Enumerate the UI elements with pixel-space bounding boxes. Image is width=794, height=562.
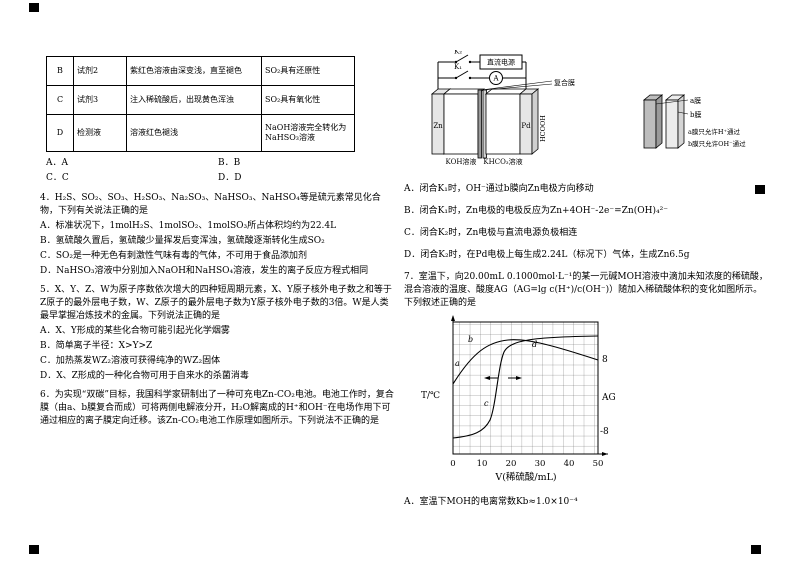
- membrane-leader-line: [480, 80, 553, 91]
- switch-contact: [468, 60, 472, 64]
- question-7-stem: 7．室温下，向20.00mL 0.1000mol·L⁻¹的某一元碱MOH溶液中滴…: [404, 272, 768, 308]
- question-4-option-b: B．氢硫酸久置后，氢硫酸少量挥发后变浑浊，氢硫酸逐渐转化生成SO₂: [40, 236, 325, 246]
- x-tick-10: 10: [477, 459, 488, 469]
- x-axis-title: V(稀硫酸/mL): [494, 471, 556, 483]
- zn-electrode-label: Zn: [433, 122, 443, 130]
- curve-label-c: c: [484, 399, 489, 408]
- question-6-option-a: A．闭合K₁时，OH⁻通过b膜向Zn电极方向移动: [404, 184, 594, 194]
- question-4-option-c: C．SO₂是一种无色有刺激性气味有毒的气体，不可用于食品添加剂: [40, 251, 308, 261]
- x-tick-0: 0: [450, 459, 455, 469]
- experiment-table: B 试剂2 紫红色溶液由深变浅，直至褪色 SO₂具有还原性 C 试剂3 注入稀硫…: [46, 56, 355, 152]
- left-axis-label: T/℃: [421, 391, 440, 401]
- membrane-leader-line: [484, 83, 553, 91]
- left-reading-arrow: [484, 376, 498, 380]
- left-solution-label: KOH溶液: [446, 157, 477, 166]
- x-axis-arrow: [602, 452, 608, 456]
- a-membrane-label: a膜: [690, 96, 701, 105]
- plot-area: [452, 321, 599, 455]
- switch-k2-label: K₂: [454, 50, 462, 56]
- table-cell-label: B: [46, 56, 74, 86]
- right-column: K₁ K₂ A 直流电源: [404, 48, 770, 509]
- table-cell-label: D: [46, 114, 74, 152]
- titration-graph-svg: a b c d T/℃ 8 AG -8 0 10: [421, 315, 616, 483]
- question-6-option-c: C．闭合K₂时，Zn电极与直流电源负极相连: [404, 228, 578, 238]
- answer-option-b: B．B: [218, 158, 241, 168]
- x-tick-50: 50: [593, 459, 604, 469]
- question-4-option-d: D．NaHSO₃溶液中分别加入NaOH和NaHSO₄溶液，发生的离子反应方程式相…: [40, 266, 369, 276]
- question-6-stem: 6．为实现“双碳”目标，我国科学家研制出了一种可充电Zn-CO₂电池。电池工作时…: [40, 390, 394, 426]
- table-cell-conclusion: SO₂具有氧化性: [261, 85, 355, 115]
- circuit-wires: [437, 54, 527, 89]
- question-5-option-a: A．X、Y形成的某些化合物可能引起光化学烟雾: [40, 326, 230, 336]
- question-5-option-b: B．简单离子半径：X>Y>Z: [40, 341, 153, 351]
- switch-contact: [468, 76, 472, 80]
- answer-option-a: A．A: [46, 158, 68, 168]
- question-7-option-a: A．室温下MOH的电离常数Kb≈1.0×10⁻⁴: [404, 497, 578, 507]
- registration-mark: [29, 3, 39, 12]
- question-5-option-d: D．X、Z形成的一种化合物可用于自来水的杀菌消毒: [40, 371, 249, 381]
- membrane-inset: [642, 94, 689, 149]
- right-reading-arrow: [508, 376, 522, 380]
- temperature-curve: [452, 339, 599, 385]
- x-tick-30: 30: [535, 459, 546, 469]
- b-membrane-label: b膜: [690, 110, 701, 119]
- dc-power-label: 直流电源: [487, 58, 515, 67]
- titration-graph: a b c d T/℃ 8 AG -8 0 10: [418, 314, 770, 494]
- ammeter-icon: A: [492, 75, 499, 83]
- answer-option-d: D．D: [218, 173, 242, 183]
- curve-label-d: d: [532, 340, 537, 349]
- a-membrane-note: a膜只允许H⁺通过: [688, 127, 740, 136]
- switch-contact: [454, 76, 458, 80]
- b-membrane-note: b膜只允许OH⁻通过: [688, 139, 746, 148]
- table-cell-conclusion: NaOH溶液完全转化为NaHSO₃溶液: [261, 114, 355, 152]
- answer-option-c: C．C: [46, 173, 69, 183]
- switch-contact: [454, 60, 458, 64]
- question-5-option-c: C．加热蒸发WZ₂溶液可获得纯净的WZ₂固体: [40, 356, 221, 366]
- right-solution-label: KHCO₃溶液: [483, 157, 522, 166]
- table-row: D 检测液 溶液红色褪浅 NaOH溶液完全转化为NaHSO₃溶液: [46, 114, 355, 152]
- registration-mark: [29, 545, 39, 554]
- composite-membrane-label: 复合膜: [554, 78, 575, 87]
- question-5-stem: 5．X、Y、Z、W为原子序数依次增大的四种短周期元素，X、Y原子核外电子数之和等…: [40, 285, 392, 321]
- y-axis-arrow: [451, 315, 455, 321]
- switch-k1-label: K₁: [454, 63, 462, 71]
- table-cell-phenomenon: 紫红色溶液由深变浅，直至褪色: [126, 56, 262, 86]
- x-tick-20: 20: [506, 459, 517, 469]
- question-6-option-d: D．闭合K₂时，在Pd电极上每生成2.24L（标况下）气体，生成Zn6.5g: [404, 250, 690, 260]
- battery-diagram: K₁ K₂ A 直流电源: [430, 48, 746, 166]
- pd-electrode-label: Pd: [521, 122, 531, 130]
- right-axis-tick-top: 8: [602, 355, 608, 365]
- cell-body: [430, 88, 540, 159]
- question-4-option-a: A．标准状况下，1molH₂S、1molSO₂、1molSO₃所占体积均约为22…: [40, 221, 337, 231]
- curve-label-a: a: [455, 359, 460, 368]
- table-cell-phenomenon: 溶液红色褪浅: [126, 114, 262, 152]
- x-tick-40: 40: [564, 459, 575, 469]
- curve-label-b: b: [468, 335, 473, 344]
- table-cell-label: C: [46, 85, 74, 115]
- right-axis-label: AG: [601, 393, 616, 403]
- right-axis-tick-bottom: -8: [600, 427, 609, 437]
- table-row: B 试剂2 紫红色溶液由深变浅，直至褪色 SO₂具有还原性: [46, 56, 355, 86]
- question-4-stem: 4．H₂S、SO₂、SO₃、H₂SO₃、Na₂SO₃、NaHSO₃、NaHSO₄…: [40, 193, 381, 216]
- table-cell-reagent: 试剂3: [73, 85, 127, 115]
- table-cell-phenomenon: 注入稀硫酸后，出现黄色浑浊: [126, 85, 262, 115]
- registration-mark: [751, 545, 761, 554]
- hcooh-label: HCOOH: [539, 115, 547, 142]
- table-cell-conclusion: SO₂具有还原性: [261, 56, 355, 86]
- left-column: 4．H₂S、SO₂、SO₃、H₂SO₃、Na₂SO₃、NaHSO₃、NaHSO₄…: [40, 186, 394, 430]
- table-cell-reagent: 检测液: [73, 114, 127, 152]
- table-row: C 试剂3 注入稀硫酸后，出现黄色浑浊 SO₂具有氧化性: [46, 85, 355, 115]
- ag-curve: [452, 335, 599, 439]
- table-cell-reagent: 试剂2: [73, 56, 127, 86]
- question-6-option-b: B．闭合K₁时，Zn电极的电极反应为Zn+4OH⁻-2e⁻=Zn(OH)₄²⁻: [404, 206, 668, 216]
- registration-mark: [755, 185, 765, 194]
